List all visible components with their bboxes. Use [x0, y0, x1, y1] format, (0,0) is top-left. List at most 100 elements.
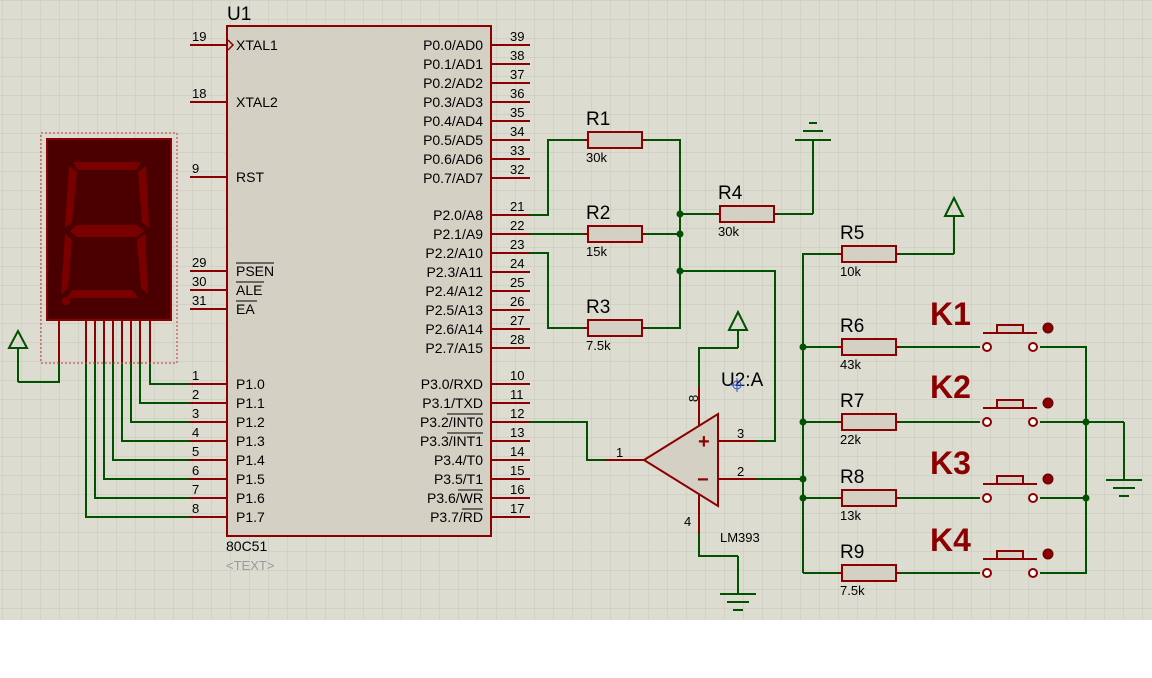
mcu-pin-number: 10: [510, 368, 524, 383]
comparator-lm393[interactable]: + − U2:A LM393 1 3 2 8 4: [606, 370, 764, 545]
mcu-pin-name: XTAL2: [236, 94, 278, 110]
mcu-pin-name: P0.3/AD3: [423, 94, 483, 110]
mcu-pin-number: 13: [510, 425, 524, 440]
mcu-pin-number: 17: [510, 501, 524, 516]
button-contact: [1028, 493, 1038, 503]
resistor-r1[interactable]: R1 30k: [584, 109, 646, 165]
mcu-pin-name: P2.2/A10: [425, 245, 483, 261]
resistor-value: 15k: [586, 244, 607, 259]
resistor-value: 30k: [586, 150, 607, 165]
mcu-pin-number: 35: [510, 105, 524, 120]
ground-comparator: [720, 556, 756, 611]
button-contact: [982, 417, 992, 427]
mcu-pin-name: P2.3/A11: [426, 264, 483, 280]
resistor-ref: R2: [586, 203, 610, 224]
resistor-ref: R8: [840, 467, 864, 488]
button-actuator-dot: [1042, 548, 1054, 560]
resistor-body: [841, 564, 897, 582]
wire: [530, 252, 586, 329]
mcu-pin-name: P0.2/AD2: [423, 75, 483, 91]
wire: [121, 362, 190, 442]
mcu-pin-number: 18: [192, 86, 206, 101]
comparator-pin-vcc: 8: [686, 395, 701, 402]
power-arrow-comparator: [727, 309, 749, 348]
power-arrow-r5: [943, 195, 965, 254]
mcu-pin-number: 31: [192, 293, 206, 308]
seven-segment-display[interactable]: [40, 132, 178, 364]
mcu-pin-name: P1.0: [236, 376, 265, 392]
mcu-pin-number: 34: [510, 124, 524, 139]
button-actuator-dot: [1042, 322, 1054, 334]
mcu-pin-number: 6: [192, 463, 199, 478]
mcu-pin-name: P3.2/INT0: [420, 414, 483, 430]
junctions: [676, 210, 1090, 502]
mcu-pin-name: P2.1/A9: [433, 226, 483, 242]
wire: [680, 270, 776, 442]
mcu-80c51[interactable]: U1 80C51 <TEXT> 19XTAL118XTAL29RST29PSEN…: [190, 4, 530, 573]
wire: [530, 421, 606, 461]
resistor-value: 30k: [718, 224, 739, 239]
button-contact: [1028, 417, 1038, 427]
mcu-pin-number: 25: [510, 275, 524, 290]
comparator-plus-symbol: +: [698, 431, 710, 453]
mcu-pin-number: 27: [510, 313, 524, 328]
comparator-pin-minus: 2: [737, 464, 744, 479]
comparator-triangle: [642, 412, 719, 508]
wire: [149, 362, 190, 385]
resistor-value: 43k: [840, 357, 861, 372]
mcu-pin-name: P3.7/RD: [430, 509, 483, 525]
mcu-pin-number: 19: [192, 29, 206, 44]
mcu-pin-name: P3.5/T1: [434, 471, 483, 487]
key-label: K1: [930, 296, 971, 332]
push-button-k3[interactable]: K3: [930, 445, 1054, 503]
mcu-pin-number: 15: [510, 463, 524, 478]
push-button-k2[interactable]: K2: [930, 369, 1054, 427]
resistor-ref: R4: [718, 183, 743, 204]
push-button-k1[interactable]: K1: [930, 296, 1054, 352]
button-cap: [996, 399, 1024, 409]
resistor-r9[interactable]: R97.5k: [838, 542, 900, 598]
button-contact: [1028, 568, 1038, 578]
mcu-pin-name: P0.5/AD5: [423, 132, 483, 148]
segment-b: [138, 166, 149, 228]
mcu-pin-name: P1.2: [236, 414, 265, 430]
mcu-pin-number: 2: [192, 387, 199, 402]
mcu-body: [226, 25, 492, 537]
wire: [530, 139, 586, 216]
wire: [85, 362, 190, 518]
mcu-part: 80C51: [226, 538, 267, 554]
resistor-body: [587, 225, 643, 243]
wire: [1040, 346, 1087, 574]
mcu-pin-number: 24: [510, 256, 524, 271]
mcu-pin-number: 39: [510, 29, 524, 44]
segment-f: [65, 166, 77, 228]
wire-layer: [18, 139, 1124, 574]
mcu-pin-name: P2.0/A8: [433, 207, 483, 223]
resistor-r3[interactable]: R37.5k: [584, 297, 646, 353]
resistor-r2[interactable]: R2 15k: [584, 203, 646, 259]
wire: [139, 362, 190, 404]
segment-digit: [61, 162, 149, 305]
button-cap: [996, 475, 1024, 485]
comparator-minus-symbol: −: [697, 469, 709, 491]
button-contact: [982, 342, 992, 352]
mcu-pin-name: P3.0/RXD: [421, 376, 483, 392]
resistor-ref: R1: [586, 109, 610, 130]
mcu-pin-name: P3.6/WR: [427, 490, 483, 506]
mcu-pin-number: 12: [510, 406, 524, 421]
push-button-k4[interactable]: K4: [930, 522, 1054, 578]
mcu-pin-name: P3.3/INT1: [420, 433, 483, 449]
sheet-grid: [0, 0, 1152, 620]
mcu-pin-number: 36: [510, 86, 524, 101]
key-label: K3: [930, 445, 971, 481]
resistor-r4[interactable]: R4 30k: [716, 183, 778, 239]
wire: [112, 362, 190, 461]
mcu-pin-name: P3.1/TXD: [422, 395, 483, 411]
mcu-pin-number: 28: [510, 332, 524, 347]
key-label: K2: [930, 369, 971, 405]
mcu-pin-number: 11: [510, 387, 524, 402]
